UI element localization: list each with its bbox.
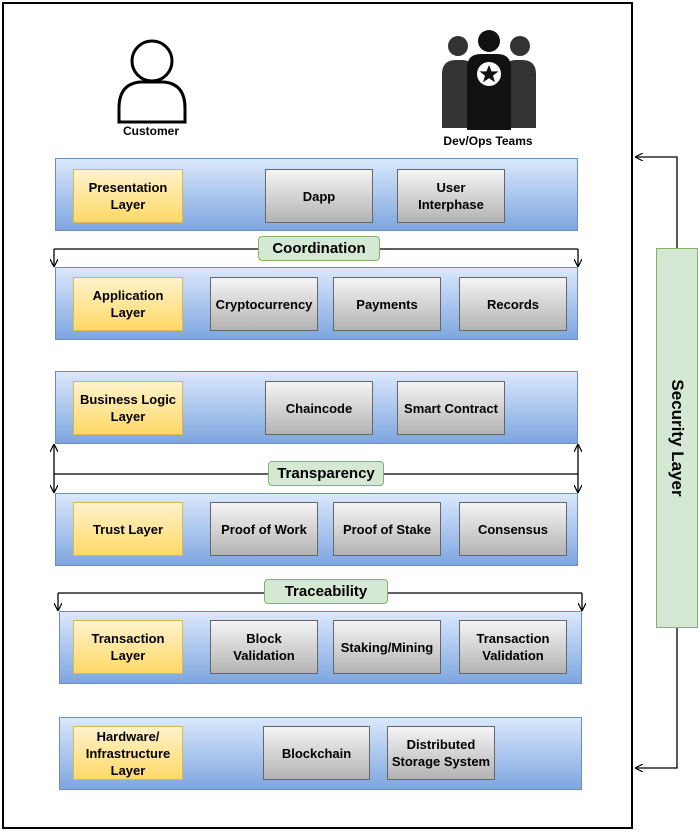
transparency-tag: Transparency (268, 461, 384, 486)
customer-icon (117, 39, 187, 124)
component-proof-of-work: Proof of Work (210, 502, 318, 556)
team-icon (442, 30, 536, 130)
hardware-layer-box: Hardware/ Infrastructure Layer (73, 726, 183, 780)
hardware-layer-label: Hardware/ Infrastructure Layer (85, 728, 171, 778)
coordination-tag: Coordination (258, 236, 380, 261)
component-label: Cryptocurrency (215, 296, 313, 312)
component-records: Records (459, 277, 567, 331)
component-dapp: Dapp (265, 169, 373, 223)
transaction-layer-box: Transaction Layer (73, 620, 183, 674)
security-layer: Security Layer (656, 248, 698, 628)
component-smart-contract: Smart Contract (397, 381, 505, 435)
component-label: Proof of Stake (342, 521, 432, 537)
component-label: Distributed Storage System (391, 737, 491, 769)
component-block-validation: Block Validation (210, 620, 318, 674)
component-label: Records (486, 296, 540, 312)
component-distributed-storage: Distributed Storage System (387, 726, 495, 780)
component-label: Smart Contract (404, 400, 498, 416)
component-label: Consensus (477, 521, 549, 537)
component-cryptocurrency: Cryptocurrency (210, 277, 318, 331)
application-layer-label: Application Layer (92, 288, 164, 320)
component-label: Chaincode (285, 400, 353, 416)
component-label: User Interphase (418, 180, 484, 212)
component-label: Transaction Validation (476, 631, 550, 663)
component-payments: Payments (333, 277, 441, 331)
component-label: Payments (356, 296, 418, 312)
component-staking-mining: Staking/Mining (333, 620, 441, 674)
application-layer-box: Application Layer (73, 277, 183, 331)
devops-label: Dev/Ops Teams (443, 134, 533, 148)
component-blockchain: Blockchain (263, 726, 370, 780)
component-label: Dapp (302, 188, 336, 204)
transaction-layer-label: Transaction Layer (91, 631, 165, 663)
presentation-layer-box: Presentation Layer (73, 169, 183, 223)
security-layer-label: Security Layer (668, 379, 687, 497)
component-label: Blockchain (281, 745, 352, 761)
component-user-interphase: User Interphase (397, 169, 505, 223)
component-label: Block Validation (233, 631, 295, 663)
component-chaincode: Chaincode (265, 381, 373, 435)
customer-label: Customer (122, 124, 179, 138)
business-logic-layer-box: Business Logic Layer (73, 381, 183, 435)
component-proof-of-stake: Proof of Stake (333, 502, 441, 556)
component-label: Proof of Work (221, 521, 307, 537)
traceability-tag: Traceability (264, 579, 388, 604)
component-transaction-validation: Transaction Validation (459, 620, 567, 674)
trust-layer-box: Trust Layer (73, 502, 183, 556)
business-logic-layer-label: Business Logic Layer (79, 392, 177, 424)
trust-layer-label: Trust Layer (92, 521, 164, 537)
component-label: Staking/Mining (340, 639, 434, 655)
component-consensus: Consensus (459, 502, 567, 556)
presentation-layer-label: Presentation Layer (88, 180, 168, 212)
